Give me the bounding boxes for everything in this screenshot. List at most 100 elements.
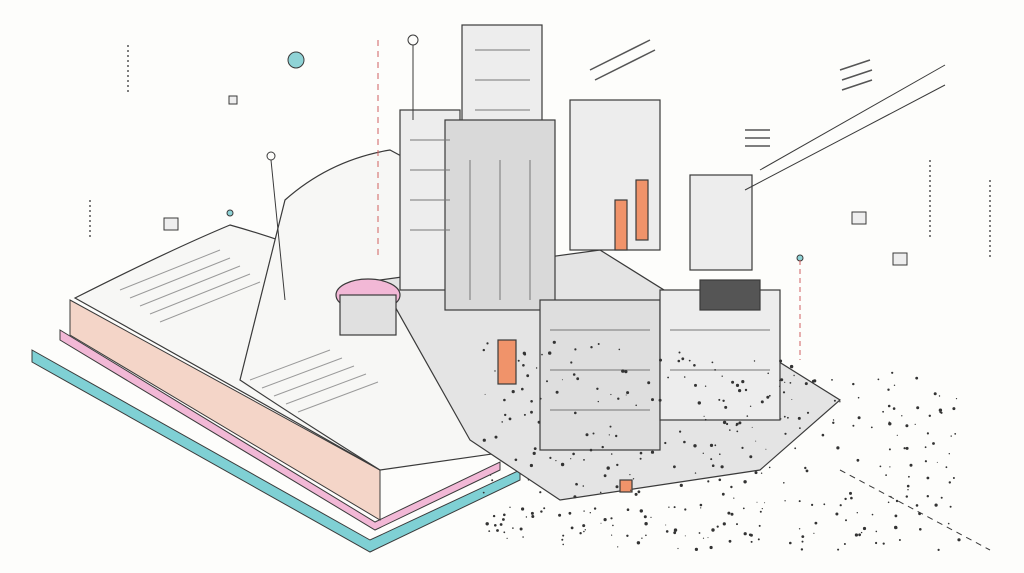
speckle (903, 447, 906, 450)
speckle (530, 410, 533, 414)
teal-dot-small (226, 209, 234, 217)
speckle (875, 530, 878, 533)
speckle (647, 381, 651, 385)
speckle (751, 426, 753, 428)
speckle (673, 531, 677, 535)
speckle (926, 476, 930, 480)
speckle (484, 393, 486, 395)
speckle (494, 435, 498, 439)
speckle (639, 457, 642, 460)
speckle (784, 500, 786, 502)
speckle (514, 458, 518, 462)
speckle (882, 410, 884, 413)
speckle (915, 376, 919, 380)
speckle (504, 413, 507, 417)
speckle (511, 390, 515, 394)
speckle (738, 389, 742, 393)
speckle (537, 420, 541, 424)
speckle (748, 533, 752, 537)
speckle (694, 547, 699, 552)
speckle (760, 472, 763, 474)
dark-roof (699, 279, 761, 311)
speckle (603, 474, 607, 478)
speckle (801, 535, 805, 538)
speckle (837, 548, 840, 551)
speckle (503, 531, 506, 534)
speckle (546, 380, 548, 383)
speckle (806, 411, 810, 414)
speckle (533, 447, 537, 450)
speckle (799, 427, 801, 429)
speckle (667, 376, 669, 379)
speckle (562, 534, 565, 537)
speckle (601, 445, 604, 449)
speckle (522, 364, 525, 367)
speckle (626, 391, 630, 395)
speckle (710, 458, 713, 461)
speckle (499, 523, 503, 526)
speckle (813, 532, 815, 534)
speckle (707, 537, 709, 539)
speckle (589, 512, 591, 514)
speckle (798, 500, 801, 503)
speckle (482, 438, 486, 442)
speckle (892, 407, 896, 410)
speckle (940, 496, 943, 499)
speckle (574, 411, 577, 415)
speckle (730, 485, 733, 489)
speckle (947, 522, 950, 525)
orange-accent-1 (614, 199, 628, 251)
speckle (891, 371, 894, 374)
speckle (906, 484, 910, 488)
speckle (492, 514, 496, 518)
speckle (789, 382, 792, 384)
speckle (615, 485, 619, 489)
speckle (871, 513, 874, 516)
speckle (718, 398, 721, 401)
speckle (879, 465, 882, 468)
speckle (720, 465, 724, 469)
speckle (789, 364, 794, 369)
speckle (760, 400, 764, 404)
speckle (485, 522, 489, 526)
speckle (905, 495, 908, 498)
speckle (888, 422, 892, 426)
speckle (901, 415, 903, 417)
speckle (632, 478, 635, 480)
speckle (811, 503, 814, 506)
speckle (924, 460, 928, 463)
speckle (703, 415, 705, 417)
speckle (811, 379, 815, 383)
speckle (506, 537, 508, 540)
speckle (678, 351, 681, 354)
speckle (843, 543, 846, 545)
speckle (709, 443, 714, 447)
speckle (683, 376, 686, 378)
speckle (716, 525, 719, 528)
speckle (728, 539, 732, 543)
speckle (714, 369, 716, 371)
dome-base (339, 294, 397, 336)
book-cover-teal (31, 349, 521, 553)
speckle (857, 396, 860, 399)
page-text-lines (119, 249, 379, 413)
speckle (558, 513, 562, 517)
speckle (721, 375, 723, 377)
speckle (858, 533, 861, 537)
speckle (626, 508, 630, 512)
speckle (849, 491, 852, 495)
speckle (908, 475, 910, 478)
speckle (711, 361, 714, 364)
speckle (584, 529, 586, 531)
speckle (612, 524, 614, 527)
speckle (693, 444, 697, 448)
speckle (719, 453, 721, 456)
speckle (610, 517, 613, 520)
speckle (952, 407, 956, 411)
speckle (494, 370, 496, 372)
speckle (711, 464, 715, 468)
speckle (644, 522, 648, 526)
speckle (503, 398, 506, 402)
speckle (757, 538, 760, 541)
speckle (697, 401, 701, 405)
